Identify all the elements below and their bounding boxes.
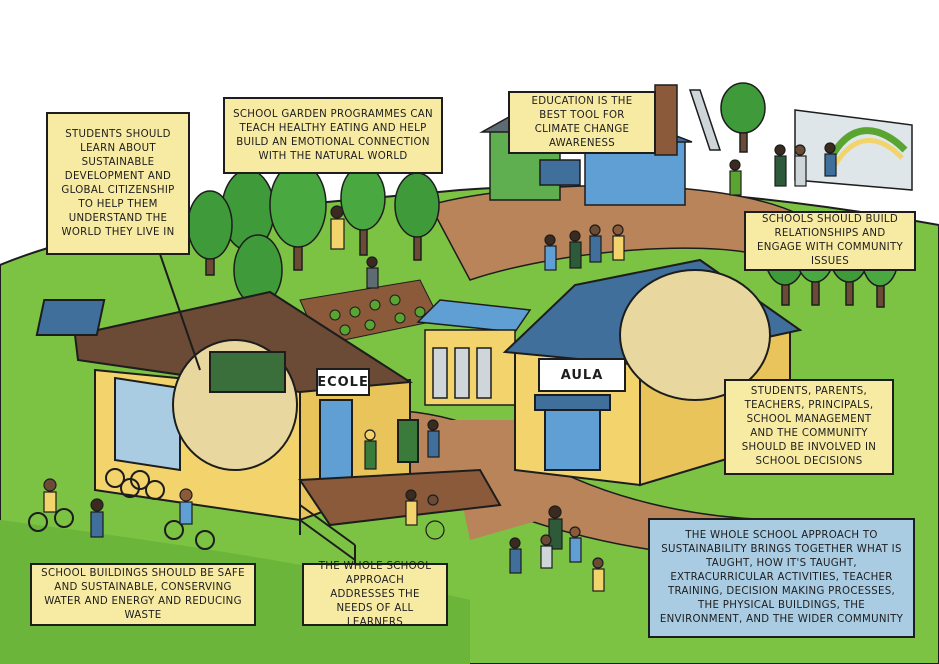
mural-wall xyxy=(794,109,913,191)
toilet-block xyxy=(416,299,532,406)
callout-education: Education is the best tool for climate c… xyxy=(508,91,656,154)
callout-community: Schools should build relationships and e… xyxy=(744,211,916,271)
ecole-building xyxy=(35,290,502,527)
ecole-sign: ECOLE xyxy=(316,368,370,396)
bicycles xyxy=(28,468,215,550)
ramp-railing xyxy=(299,504,356,575)
people xyxy=(43,142,837,592)
callout-sustainable-development: Students should learn about sustainable … xyxy=(46,112,190,255)
callout-whole-school: The whole school approach to sustainabil… xyxy=(648,518,915,638)
garden-beds xyxy=(299,279,441,346)
callout-decisions: Students, parents, teachers, principals,… xyxy=(724,379,894,475)
callout-garden: School garden programmes can teach healt… xyxy=(223,97,443,174)
aula-sign: AULA xyxy=(538,358,626,392)
callout-pointer xyxy=(159,253,201,371)
callout-buildings: School buildings should be safe and sust… xyxy=(30,563,256,626)
callout-learners: The whole school approach addresses the … xyxy=(302,561,448,628)
